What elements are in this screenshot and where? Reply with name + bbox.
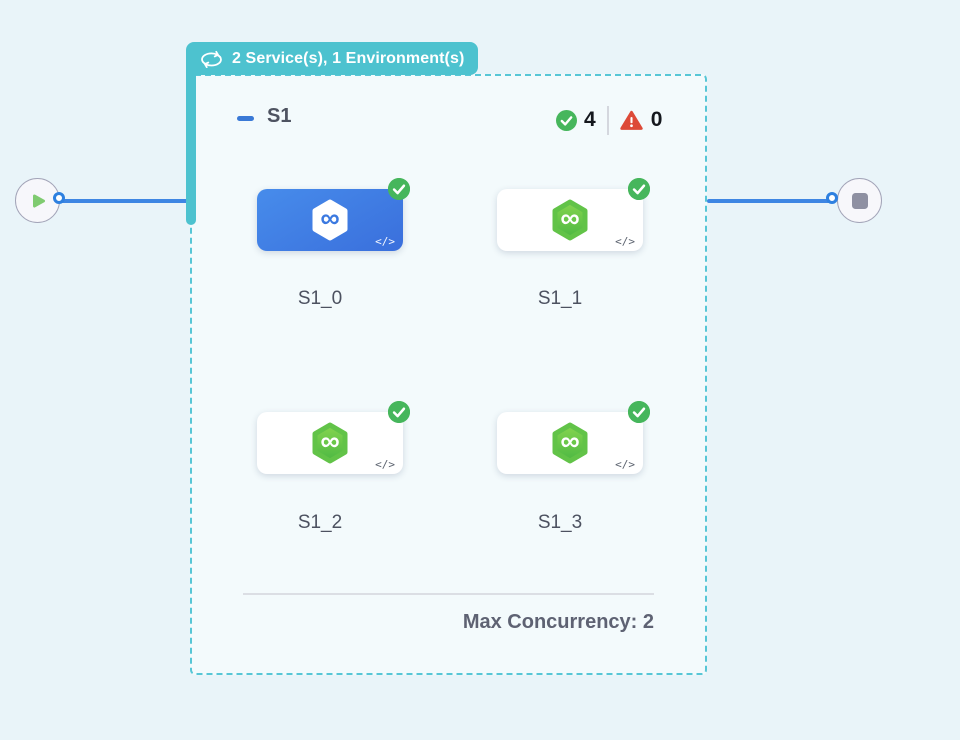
stage-name: S1	[267, 105, 292, 127]
infinity-glyph: ∞	[320, 203, 340, 233]
max-concurrency-label: Max Concurrency: 2	[462, 611, 654, 633]
success-count-icon	[556, 109, 577, 131]
footer-divider	[243, 593, 654, 595]
service-hexagon-icon: ∞	[551, 199, 589, 241]
success-check-icon	[388, 178, 410, 200]
counts-divider	[606, 105, 609, 135]
service-node-s1-3[interactable]: ∞ </>	[497, 401, 650, 474]
stop-icon	[851, 192, 868, 209]
success-count: 4	[584, 108, 596, 131]
code-icon: </>	[615, 235, 635, 248]
service-node-s1-1[interactable]: ∞ </>	[497, 178, 650, 251]
service-label: S1_1	[537, 288, 583, 309]
stage-badge-label: 2 Service(s), 1 Environment(s)	[232, 49, 465, 67]
stage-badge-tail	[186, 60, 196, 225]
play-icon	[32, 194, 45, 207]
failure-count: 0	[650, 108, 663, 131]
service-hexagon-icon: ∞	[311, 199, 349, 241]
infinity-glyph: ∞	[560, 203, 580, 233]
connector-line-left	[60, 199, 188, 203]
infinity-glyph: ∞	[320, 426, 340, 456]
success-check-icon	[388, 401, 410, 423]
infinity-glyph: ∞	[560, 426, 580, 456]
service-label: S1_2	[297, 512, 343, 533]
service-label: S1_3	[537, 512, 583, 533]
collapse-stage-button[interactable]	[237, 116, 254, 121]
success-check-icon	[628, 178, 650, 200]
code-icon: </>	[615, 458, 635, 471]
service-hexagon-icon: ∞	[551, 422, 589, 464]
service-hexagon-icon: ∞	[311, 422, 349, 464]
service-label: S1_0	[297, 288, 343, 309]
stage-status-counts: 4 0	[556, 104, 662, 136]
pipeline-start-node[interactable]	[15, 178, 60, 223]
failure-count-icon	[620, 110, 643, 130]
service-node-s1-2[interactable]: ∞ </>	[257, 401, 410, 474]
connector-port-right[interactable]	[826, 192, 838, 204]
connector-port-left[interactable]	[53, 192, 65, 204]
code-icon: </>	[375, 458, 395, 471]
code-icon: </>	[375, 235, 395, 248]
services-environments-badge[interactable]: 2 Service(s), 1 Environment(s)	[186, 42, 479, 75]
matrix-stage-panel	[190, 74, 707, 675]
pipeline-end-node[interactable]	[837, 178, 882, 223]
success-check-icon	[628, 401, 650, 423]
loop-cycle-icon	[201, 50, 222, 68]
service-node-s1-0[interactable]: ∞ </>	[257, 178, 410, 251]
connector-line-right	[707, 199, 835, 203]
